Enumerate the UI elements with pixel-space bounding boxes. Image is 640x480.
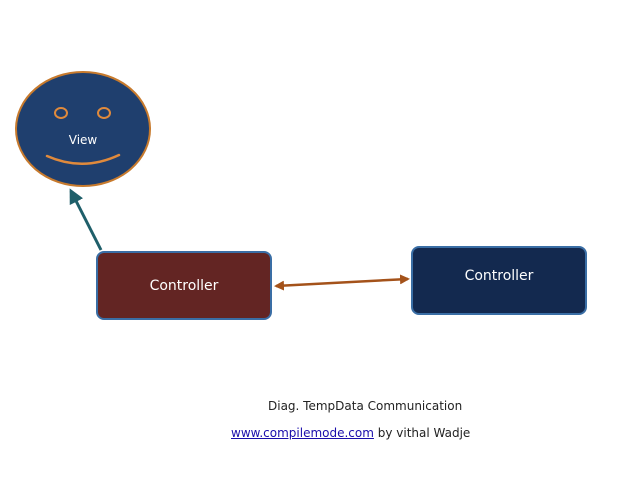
view-right-eye-icon <box>97 107 111 119</box>
credit-line: www.compilemode.com by vithal Wadje <box>231 426 470 440</box>
view-left-eye-icon <box>54 107 68 119</box>
author-text: by vithal Wadje <box>373 426 471 440</box>
website-link[interactable]: www.compilemode.com <box>231 426 374 440</box>
controller-box-right: Controller <box>411 246 587 315</box>
controller-left-label: Controller <box>149 277 219 294</box>
view-face-circle <box>15 71 151 187</box>
controller-to-view-arrow <box>69 188 103 251</box>
controller-right-label: Controller <box>464 267 534 284</box>
controller-box-left: Controller <box>96 251 272 320</box>
view-smile-icon <box>45 153 121 165</box>
controller-double-arrow <box>274 274 410 291</box>
view-label: View <box>68 133 98 147</box>
diagram-caption: Diag. TempData Communication <box>268 399 463 413</box>
